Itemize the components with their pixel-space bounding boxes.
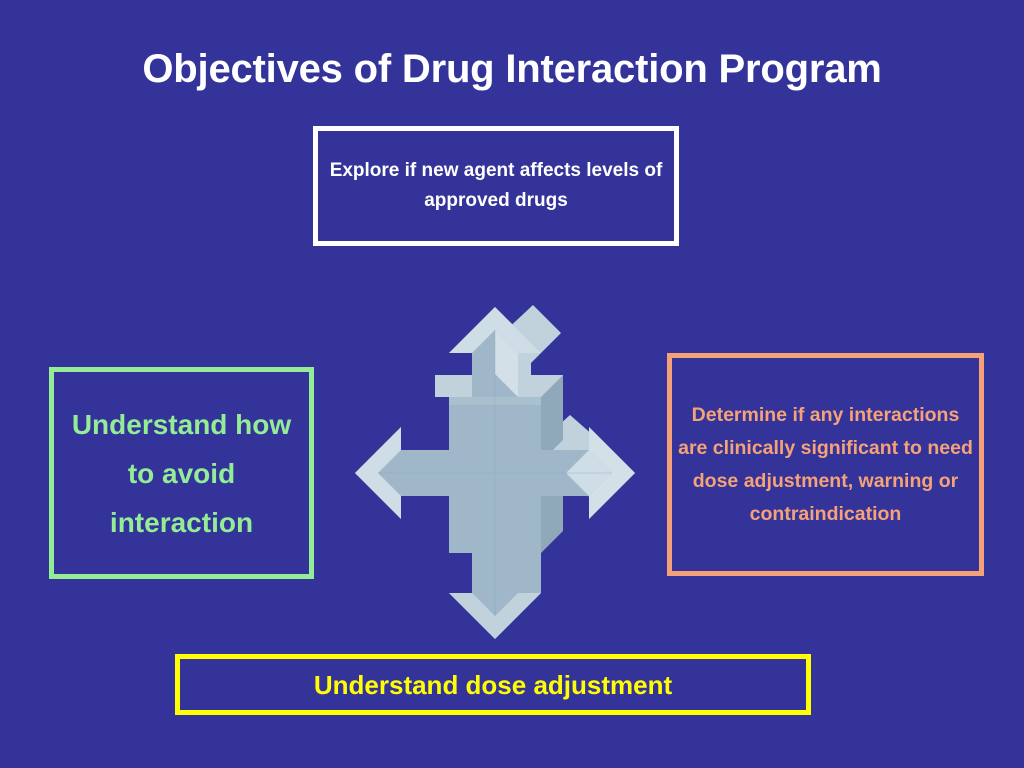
- callout-understand-avoid-interaction-label: Understand how to avoid interaction: [71, 408, 292, 538]
- callout-understand-avoid-interaction: Understand how to avoid interaction: [49, 367, 314, 579]
- callout-understand-dose-adjustment-label: Understand dose adjustment: [313, 669, 673, 700]
- four-way-arrow-icon: [345, 293, 645, 648]
- arrow-highlights: [355, 307, 635, 639]
- four-way-arrow-svg: [355, 305, 635, 639]
- callout-determine-clinical-significance-label: Determine if any interactions are clinic…: [678, 403, 973, 525]
- callout-explore-new-agent-label: Explore if new agent affects levels of a…: [329, 160, 663, 211]
- arrow-front-face: [355, 307, 635, 639]
- callout-understand-dose-adjustment: Understand dose adjustment: [175, 654, 811, 715]
- callout-explore-new-agent: Explore if new agent affects levels of a…: [313, 126, 679, 246]
- page-title: Objectives of Drug Interaction Program: [142, 47, 882, 91]
- callout-determine-clinical-significance: Determine if any interactions are clinic…: [667, 353, 984, 576]
- arrow-seams: [378, 330, 612, 616]
